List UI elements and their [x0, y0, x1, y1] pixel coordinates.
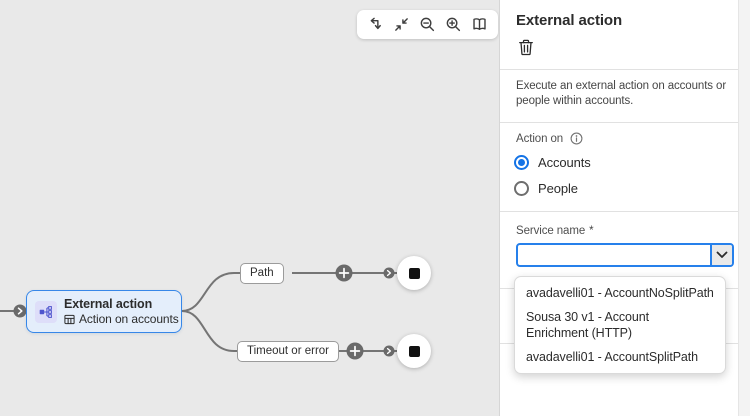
external-action-icon [35, 300, 57, 323]
node-subtitle: Action on accounts [64, 313, 179, 325]
end-node-icon [408, 267, 420, 279]
path-branch-label[interactable]: Path [240, 263, 284, 284]
expand-path-end-button[interactable] [383, 267, 395, 279]
timeout-end-node[interactable] [397, 334, 431, 368]
divider [500, 122, 739, 123]
action-on-label: Action on [516, 132, 583, 145]
node-title: External action [64, 296, 153, 311]
service-name-input[interactable] [518, 245, 710, 265]
timeout-branch-label[interactable]: Timeout or error [237, 341, 340, 362]
canvas-toolbar [357, 10, 498, 39]
radio-accounts-label: Accounts [538, 155, 591, 170]
expand-timeout-end-button[interactable] [383, 345, 395, 357]
journey-canvas[interactable]: External action Action on accounts Path … [0, 0, 499, 416]
expand-upstream-button[interactable] [13, 304, 27, 318]
zoom-out-icon [420, 17, 435, 32]
service-name-label: Service name * [516, 225, 594, 237]
end-node-icon [408, 345, 420, 357]
zoom-out-button[interactable] [415, 13, 439, 37]
collapse-view-button[interactable] [389, 13, 413, 37]
properties-panel: External action Execute an external acti… [499, 0, 750, 416]
delete-node-button[interactable] [516, 39, 536, 59]
divider [500, 69, 739, 70]
panel-title: External action [516, 12, 623, 29]
radio-people[interactable]: People [514, 181, 578, 196]
path-end-node[interactable] [397, 256, 431, 290]
service-options-popup: avadavelli01 - AccountNoSplitPath Sousa … [514, 276, 726, 374]
radio-button-checked[interactable] [514, 155, 529, 170]
service-option[interactable]: avadavelli01 - AccountNoSplitPath [526, 286, 714, 300]
zoom-in-icon [446, 17, 461, 32]
edge-connectors [0, 264, 397, 360]
collapse-icon [394, 18, 408, 31]
divider [500, 211, 739, 212]
info-icon[interactable] [570, 132, 583, 145]
auto-arrange-button[interactable] [363, 13, 387, 37]
node-text: External action Action on accounts [64, 298, 179, 326]
required-asterisk: * [589, 225, 594, 237]
zoom-in-button[interactable] [442, 13, 466, 37]
chevron-down-icon [716, 251, 728, 258]
add-node-path-button[interactable] [335, 264, 353, 282]
radio-people-label: People [538, 181, 578, 196]
service-option[interactable]: Sousa 30 v1 - Account Enrichment (HTTP) [526, 310, 649, 340]
radio-accounts[interactable]: Accounts [514, 155, 591, 170]
service-name-combobox [516, 243, 734, 267]
add-node-timeout-button[interactable] [346, 342, 364, 360]
external-action-node[interactable]: External action Action on accounts [26, 290, 182, 333]
node-description: Execute an external action on accounts o… [516, 80, 727, 107]
auto-arrange-icon [370, 17, 381, 30]
table-icon [64, 314, 75, 324]
service-option[interactable]: avadavelli01 - AccountSplitPath [526, 350, 699, 364]
minimap-icon [473, 18, 486, 30]
service-dropdown-button[interactable] [710, 245, 732, 265]
radio-button-unchecked[interactable] [514, 181, 529, 196]
panel-scrollbar-track[interactable] [738, 0, 750, 416]
trash-icon [519, 39, 533, 56]
minimap-button[interactable] [468, 13, 492, 37]
